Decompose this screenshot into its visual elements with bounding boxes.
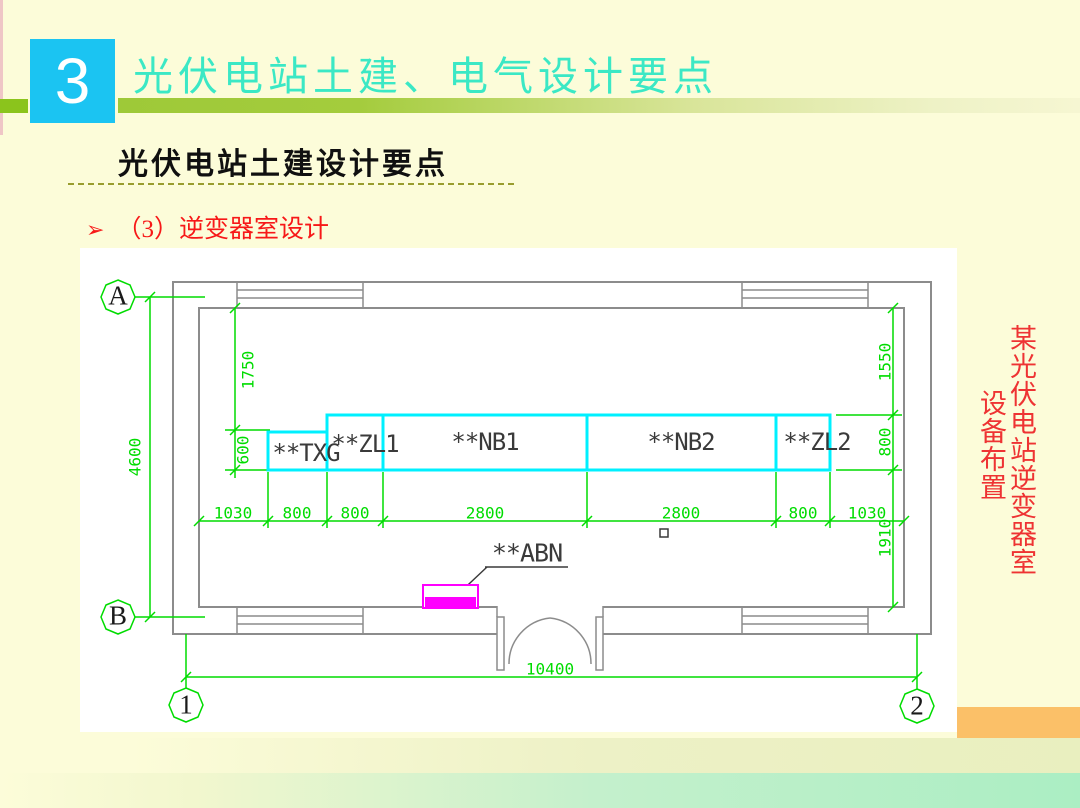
- section-number: 3: [54, 45, 91, 117]
- dim-2800-b: 2800: [661, 503, 701, 523]
- header-bar: [118, 98, 1080, 113]
- dim-800-right: 800: [875, 427, 895, 457]
- dim-600: 600: [233, 435, 253, 465]
- bullet-text: （3）逆变器室设计: [116, 216, 329, 243]
- dim-1030-right: 1030: [847, 503, 887, 523]
- label-txg: **TXG: [272, 439, 340, 467]
- axis-marker-2: 2: [910, 690, 924, 721]
- floor-plan-panel: 1030 800 800 2800 2800 800 1030 10400 46…: [80, 248, 957, 732]
- dim-1910: 1910: [875, 518, 895, 558]
- label-abn: **ABN: [491, 538, 563, 568]
- section-number-box: 3: [30, 39, 115, 123]
- dim-1550: 1550: [875, 342, 895, 382]
- floor-plan-drawing: [100, 279, 935, 724]
- dashed-divider: [68, 183, 514, 185]
- slide-title: 光伏电站土建、电气设计要点: [133, 54, 718, 99]
- left-edge-strip: [0, 0, 3, 135]
- axis-marker-a: A: [108, 280, 128, 311]
- header-bar-left: [0, 99, 28, 113]
- bottom-orange-block: [957, 707, 1080, 738]
- label-zl1: **ZL1: [331, 430, 399, 458]
- label-nb1: **NB1: [451, 428, 519, 456]
- label-nb2: **NB2: [647, 428, 715, 456]
- dim-800-c: 800: [788, 503, 818, 523]
- dim-1030-left: 1030: [213, 503, 253, 523]
- bottom-band-mint: [0, 773, 1080, 808]
- dim-1750: 1750: [238, 350, 258, 390]
- drawing-caption-line1: 某光伏电站逆变器室: [1006, 324, 1036, 576]
- bullet-arrow-icon: ➢: [86, 217, 105, 242]
- dim-4600: 4600: [125, 437, 145, 477]
- axis-marker-b: B: [108, 600, 128, 631]
- label-zl2: **ZL2: [783, 428, 851, 456]
- drawing-caption-line2: 设备布置: [976, 389, 1006, 501]
- bullet-line: ➢ （3）逆变器室设计: [86, 209, 329, 245]
- axis-marker-1: 1: [179, 689, 193, 720]
- dim-2800-a: 2800: [465, 503, 505, 523]
- dim-800-a: 800: [282, 503, 312, 523]
- dim-10400: 10400: [525, 659, 575, 679]
- bottom-band-olive: [0, 738, 1080, 773]
- section-subtitle: 光伏电站土建设计要点: [118, 148, 448, 181]
- dim-800-b: 800: [340, 503, 370, 523]
